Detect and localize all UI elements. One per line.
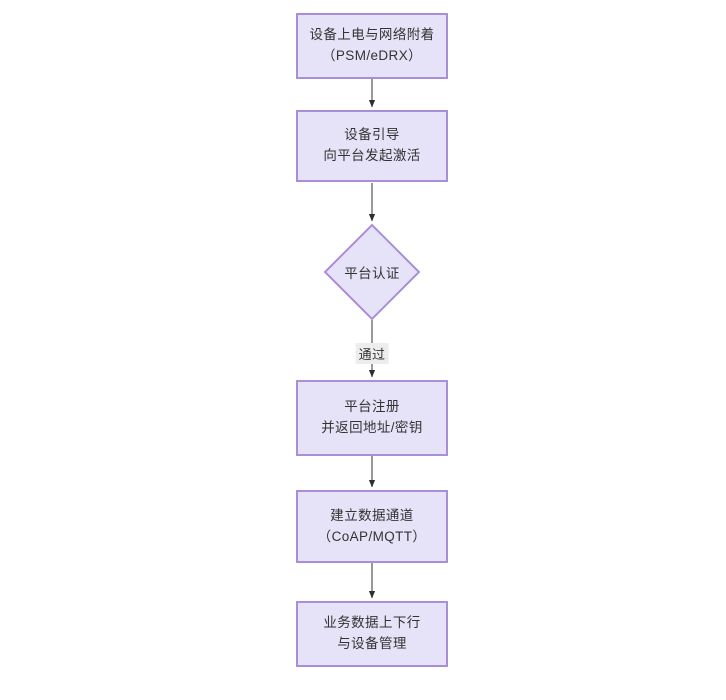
node-label-line1: 平台认证 [344, 266, 400, 281]
node-device-power-on[interactable]: 设备上电与网络附着 （PSM/eDRX） [296, 13, 448, 79]
node-label-line1: 设备上电与网络附着 [309, 27, 435, 43]
edge-label-pass: 通过 [355, 343, 389, 364]
node-business-data-and-device-management[interactable]: 业务数据上下行 与设备管理 [296, 601, 448, 667]
node-label-line1: 设备引导 [344, 127, 400, 143]
node-label-line2: 向平台发起激活 [323, 148, 421, 163]
node-label-line1: 平台注册 [344, 399, 400, 415]
node-label-line1: 业务数据上下行 [323, 615, 421, 631]
decision-label-wrapper: 平台认证 [323, 223, 421, 321]
node-label-line2: （PSM/eDRX） [321, 48, 423, 63]
diamond-shape [323, 223, 421, 321]
node-platform-registration[interactable]: 平台注册 并返回地址/密钥 [296, 380, 448, 456]
node-label-line1: 建立数据通道 [330, 507, 414, 523]
node-platform-authentication[interactable]: 平台认证 [323, 223, 421, 321]
node-establish-data-channel[interactable]: 建立数据通道 （CoAP/MQTT） [296, 490, 448, 563]
node-label-line2: （CoAP/MQTT） [317, 528, 427, 544]
node-device-bootstrap[interactable]: 设备引导 向平台发起激活 [296, 110, 448, 182]
node-label-line2: 与设备管理 [337, 636, 407, 651]
node-label-line2: 并返回地址/密钥 [321, 420, 423, 435]
